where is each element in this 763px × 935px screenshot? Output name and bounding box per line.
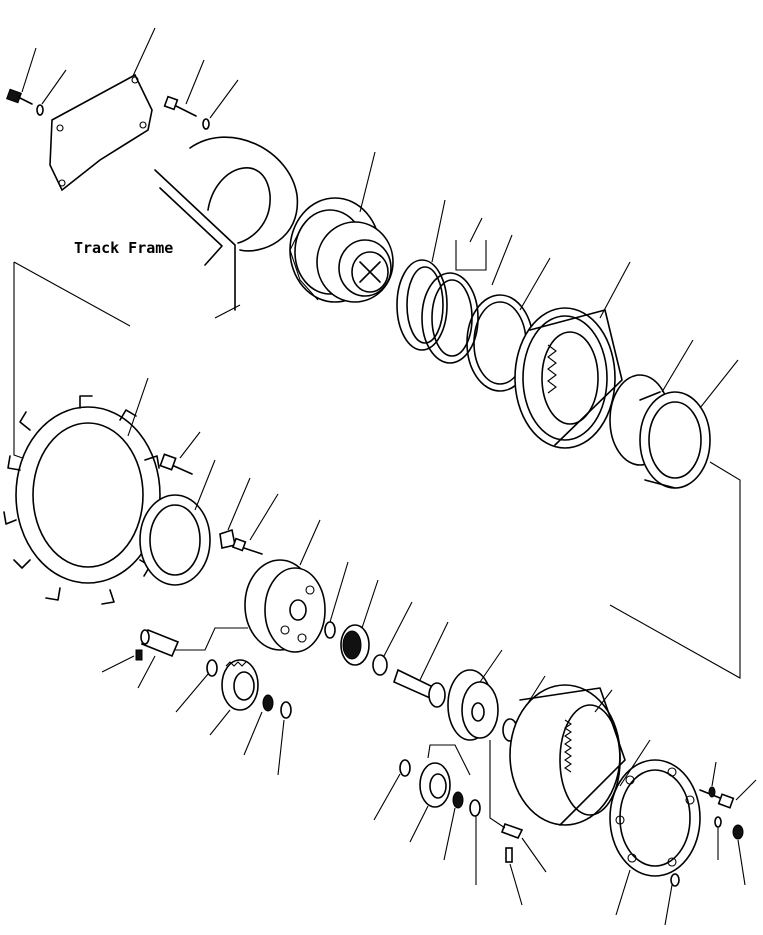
ring-gear[interactable] bbox=[509, 684, 626, 826]
track-frame-label: Track Frame bbox=[74, 239, 173, 257]
cover-bolt-right[interactable] bbox=[163, 95, 210, 130]
thrust-washer[interactable] bbox=[324, 621, 336, 639]
end-cover[interactable] bbox=[609, 759, 701, 877]
final-drive-hub[interactable] bbox=[289, 197, 394, 303]
snap-ring[interactable] bbox=[372, 654, 388, 676]
cover-bolt-left[interactable] bbox=[6, 88, 44, 116]
bearing-right[interactable] bbox=[639, 391, 711, 489]
small-pin[interactable] bbox=[714, 816, 722, 828]
sprocket[interactable] bbox=[3, 395, 163, 605]
drain-screw[interactable] bbox=[670, 873, 680, 887]
end-cover-bolt[interactable] bbox=[699, 789, 735, 809]
sprocket-bolt[interactable] bbox=[159, 453, 193, 475]
planet-gear[interactable] bbox=[221, 659, 259, 711]
track-frame-outline bbox=[154, 136, 299, 319]
washer-c[interactable] bbox=[399, 759, 411, 777]
cover-plate[interactable] bbox=[49, 73, 153, 192]
spring-pin[interactable] bbox=[505, 847, 513, 863]
planet-carrier[interactable] bbox=[244, 559, 326, 653]
plug[interactable] bbox=[732, 824, 744, 840]
carrier-b[interactable] bbox=[447, 669, 499, 741]
ring-gear-housing[interactable] bbox=[514, 307, 623, 449]
retainer-ring[interactable] bbox=[139, 494, 211, 586]
needle-bearing-a[interactable] bbox=[262, 694, 274, 712]
washer-b[interactable] bbox=[280, 701, 292, 719]
floating-seal-ring-b[interactable] bbox=[421, 272, 479, 364]
pin[interactable] bbox=[500, 822, 524, 840]
lock-washer-c[interactable] bbox=[708, 786, 716, 798]
washer-a[interactable] bbox=[206, 659, 218, 677]
set-screw[interactable] bbox=[135, 649, 143, 661]
lock-bolt[interactable] bbox=[231, 537, 263, 555]
drive-shaft[interactable] bbox=[393, 668, 446, 708]
needle-bearing-b[interactable] bbox=[452, 791, 464, 809]
floating-seal-ring-a[interactable] bbox=[396, 259, 448, 351]
washer-d[interactable] bbox=[469, 799, 481, 817]
sun-gear[interactable] bbox=[340, 624, 370, 666]
planet-gear-b[interactable] bbox=[419, 762, 451, 808]
planet-shaft[interactable] bbox=[140, 628, 180, 658]
